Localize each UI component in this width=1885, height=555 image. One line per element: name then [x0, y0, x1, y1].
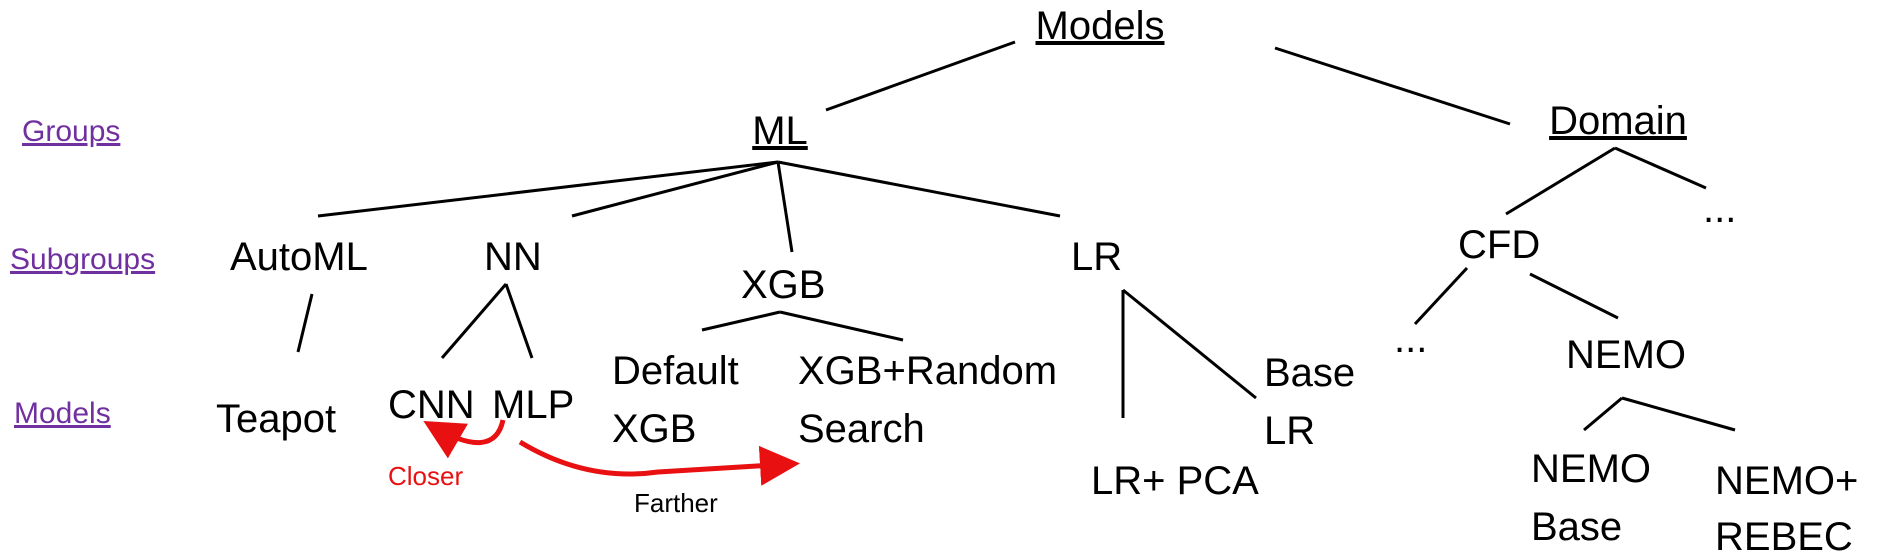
- node-nemo[interactable]: NEMO: [1566, 333, 1686, 377]
- edge-xgb-random: [779, 310, 904, 342]
- node-nn[interactable]: NN: [484, 235, 542, 279]
- closer-arrow: [423, 419, 506, 459]
- node-cfd[interactable]: CFD: [1458, 223, 1540, 267]
- comparison-arrows: [423, 419, 800, 486]
- node-lr-pca[interactable]: LR+ PCA: [1091, 459, 1259, 503]
- node-nemo-base[interactable]: NEMO Base: [1531, 447, 1662, 549]
- edge-xgb-default: [701, 310, 781, 332]
- node-ml[interactable]: ML: [752, 109, 808, 153]
- edge-root-domain: [1274, 46, 1511, 126]
- node-lr[interactable]: LR: [1071, 235, 1122, 279]
- edge-cfd-more: [1413, 266, 1469, 326]
- node-nemo-base-line-2: Base: [1531, 505, 1622, 549]
- node-teapot[interactable]: Teapot: [216, 397, 336, 441]
- node-default-xgb-line-1: Default: [612, 349, 739, 393]
- edge-nemo-rebec: [1621, 396, 1736, 432]
- edge-automl-teapot: [296, 293, 314, 353]
- node-xgb-random-search[interactable]: XGB+Random Search: [798, 349, 1068, 451]
- edge-ml-nn: [571, 160, 779, 218]
- node-base-lr[interactable]: Base LR: [1264, 351, 1366, 453]
- node-nemo-rebec-line-2: REBEC: [1715, 515, 1853, 555]
- edge-cfd-nemo: [1529, 272, 1619, 320]
- node-nemo-rebec-line-1: NEMO+: [1715, 459, 1858, 503]
- node-xgb-random-line-2: Search: [798, 407, 925, 451]
- edge-ml-lr: [777, 160, 1061, 218]
- edge-lr-base: [1122, 288, 1257, 400]
- node-nemo-base-line-1: NEMO: [1531, 447, 1651, 491]
- edge-ml-automl: [317, 160, 779, 218]
- node-xgb-random-line-1: XGB+Random: [798, 349, 1057, 393]
- node-cnn[interactable]: CNN: [388, 383, 475, 427]
- edge-domain-cfd: [1505, 146, 1616, 216]
- edge-nn-cnn: [440, 283, 508, 359]
- edge-domain-more: [1614, 146, 1707, 190]
- node-domain[interactable]: Domain: [1549, 99, 1687, 143]
- level-label-subgroups[interactable]: Subgroups: [10, 243, 155, 276]
- node-domain-more[interactable]: ...: [1703, 187, 1736, 231]
- node-base-lr-line-2: LR: [1264, 409, 1315, 453]
- node-automl[interactable]: AutoML: [230, 235, 368, 279]
- edge-nn-mlp: [504, 283, 534, 359]
- node-nemo-rebec[interactable]: NEMO+ REBEC: [1715, 459, 1869, 555]
- tree-edges: [296, 40, 1736, 432]
- edge-root-ml: [825, 40, 1016, 112]
- node-default-xgb-line-2: XGB: [612, 407, 696, 451]
- edge-ml-xgb: [776, 161, 794, 253]
- edge-nemo-base: [1583, 396, 1623, 432]
- node-base-lr-line-1: Base: [1264, 351, 1355, 395]
- node-root-models[interactable]: Models: [1036, 4, 1165, 48]
- annotation-closer: Closer: [388, 461, 463, 491]
- node-xgb[interactable]: XGB: [741, 263, 825, 307]
- annotation-farther: Farther: [634, 488, 718, 518]
- node-default-xgb[interactable]: Default XGB: [612, 349, 750, 451]
- level-label-models[interactable]: Models: [14, 397, 111, 430]
- farther-arrow: [518, 439, 800, 486]
- node-mlp[interactable]: MLP: [492, 383, 574, 427]
- level-label-groups[interactable]: Groups: [22, 115, 120, 148]
- node-cfd-more[interactable]: ...: [1394, 317, 1427, 361]
